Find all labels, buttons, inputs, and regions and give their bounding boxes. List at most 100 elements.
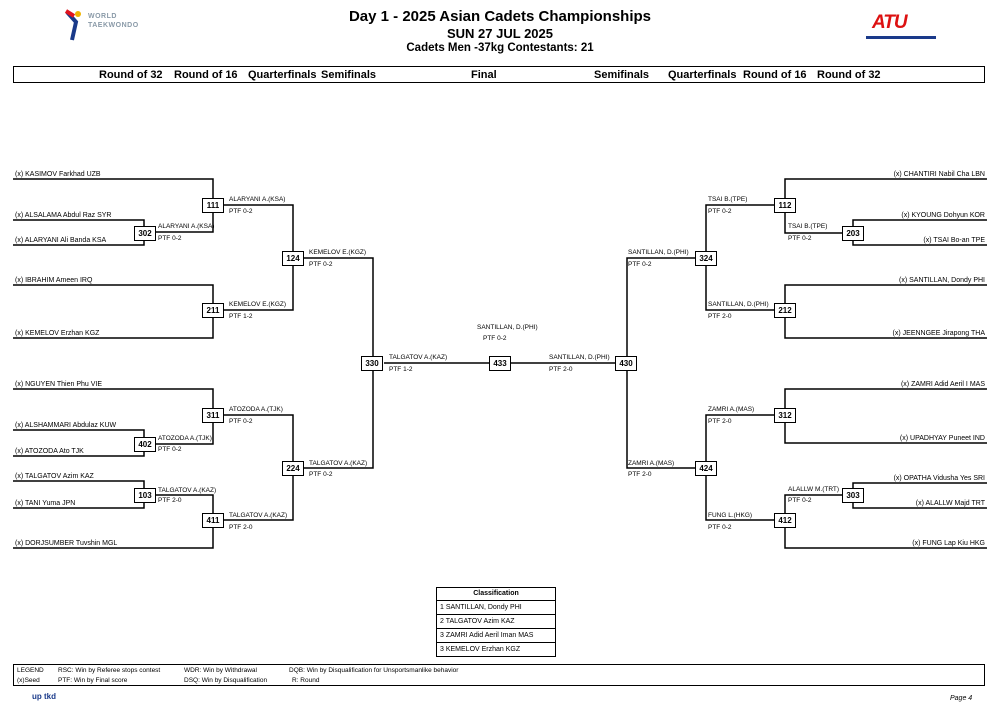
match-box[interactable]: 402 bbox=[134, 437, 156, 452]
classification-row: 3 ZAMRI Adid Aeril Iman MAS bbox=[437, 629, 555, 643]
match-box[interactable]: 203 bbox=[842, 226, 864, 241]
winner-label: KEMELOV E.(KGZ) bbox=[309, 249, 367, 256]
entrant-name: (x) IBRAHIM Ameen IRQ bbox=[15, 277, 93, 284]
winner-label: ZAMRI A.(MAS) bbox=[628, 460, 675, 467]
entrant-name: (x) OPATHA Vidusha Yes SRI bbox=[893, 475, 985, 482]
entrant-name: (x) KASIMOV Farkhad UZB bbox=[15, 171, 101, 178]
match-box[interactable]: 411 bbox=[202, 513, 224, 528]
entrant-name: (x) TANI Yuma JPN bbox=[15, 500, 76, 507]
match-box[interactable]: 212 bbox=[774, 303, 796, 318]
round-header-bar: Round of 32 Round of 16 Quarterfinals Se… bbox=[13, 66, 985, 83]
winner-label: ZAMRI A.(MAS) bbox=[708, 406, 755, 413]
entrant-name: (x) NGUYEN Thien Phu VIE bbox=[15, 381, 103, 388]
entrant-name: (x) ATOZODA Ato TJK bbox=[15, 448, 84, 455]
score-label: PTF 0-2 bbox=[788, 235, 812, 242]
classification-table: Classification 1 SANTILLAN, Dondy PHI 2 … bbox=[436, 587, 556, 657]
classification-row: 1 SANTILLAN, Dondy PHI bbox=[437, 601, 555, 615]
score-label: PTF 2-0 bbox=[628, 471, 652, 478]
score-label: PTF 2-0 bbox=[229, 524, 253, 531]
winner-label: SANTILLAN, D.(PHI) bbox=[549, 354, 610, 361]
score-label: PTF 2-0 bbox=[708, 418, 732, 425]
match-box[interactable]: 312 bbox=[774, 408, 796, 423]
event-date: SUN 27 JUL 2025 bbox=[447, 26, 553, 41]
score-label: PTF 0-2 bbox=[628, 261, 652, 268]
champion-label: SANTILLAN, D.(PHI) bbox=[477, 324, 538, 331]
winner-label: ALALLW M.(TRT) bbox=[788, 486, 840, 493]
match-box[interactable]: 324 bbox=[695, 251, 717, 266]
match-box[interactable]: 103 bbox=[134, 488, 156, 503]
atu-logo-bar bbox=[866, 36, 936, 39]
round-label: Final bbox=[471, 69, 497, 81]
score-label: PTF 0-2 bbox=[309, 261, 333, 268]
score-label: PTF 2-0 bbox=[549, 366, 573, 373]
match-box[interactable]: 111 bbox=[202, 198, 224, 213]
round-label: Round of 16 bbox=[743, 69, 807, 81]
match-box[interactable]: 330 bbox=[361, 356, 383, 371]
legend-item: R: Round bbox=[292, 677, 320, 684]
logo-text: WORLD TAEKWONDO bbox=[88, 13, 139, 29]
winner-label: ATOZODA A.(TJK) bbox=[158, 435, 212, 442]
entrant-name: (x) ZAMRI Adid Aeril I MAS bbox=[900, 381, 985, 388]
round-label: Round of 32 bbox=[817, 69, 881, 81]
match-box[interactable]: 303 bbox=[842, 488, 864, 503]
winner-label: TALGATOV A.(KAZ) bbox=[309, 460, 368, 467]
match-box[interactable]: 430 bbox=[615, 356, 637, 371]
match-box[interactable]: 112 bbox=[774, 198, 796, 213]
entrant-name: (x) ALARYANI Ali Banda KSA bbox=[15, 237, 107, 244]
taekwondo-figure-icon bbox=[64, 9, 81, 41]
round-label: Quarterfinals bbox=[248, 69, 317, 81]
entrant-name: (x) ALALLW Majd TRT bbox=[915, 500, 985, 507]
winner-label: SANTILLAN, D.(PHI) bbox=[708, 301, 769, 308]
entrant-name: (x) TSAI Bo-an TPE bbox=[923, 237, 985, 244]
entrant-name: (x) DORJSUMBER Tuvshin MGL bbox=[15, 540, 118, 547]
round-label: Semifinals bbox=[321, 69, 377, 81]
match-box[interactable]: 311 bbox=[202, 408, 224, 423]
match-box[interactable]: 124 bbox=[282, 251, 304, 266]
legend-item: PTF: Win by Final score bbox=[58, 677, 128, 684]
entrant-name: (x) SANTILLAN, Dondy PHI bbox=[899, 277, 985, 284]
winner-label: ALARYANI A.(KSA) bbox=[229, 196, 286, 203]
atu-logo-text: ATU bbox=[872, 12, 908, 33]
entrant-name: (x) FUNG Lap Kiu HKG bbox=[912, 540, 985, 547]
winner-label: KEMELOV E.(KGZ) bbox=[229, 301, 287, 308]
entrant-name: (x) TALGATOV Azim KAZ bbox=[15, 473, 94, 480]
match-box[interactable]: 302 bbox=[134, 226, 156, 241]
score-label: PTF 0-2 bbox=[309, 471, 333, 478]
round-label: Quarterfinals bbox=[668, 69, 737, 81]
legend-item: (x)Seed bbox=[17, 677, 40, 684]
atu-logo: ATU bbox=[866, 12, 938, 42]
score-label: PTF 0-2 bbox=[158, 235, 182, 242]
score-label: PTF 1-2 bbox=[389, 366, 413, 373]
entrant-name: (x) JEENNGEE Jirapong THA bbox=[892, 330, 985, 337]
score-label: PTF 2-0 bbox=[708, 313, 732, 320]
score-label: PTF 0-2 bbox=[708, 524, 732, 531]
classification-row: 3 KEMELOV Erzhan KGZ bbox=[440, 646, 521, 653]
page-number: Page 4 bbox=[950, 695, 973, 702]
winner-label: TALGATOV A.(KAZ) bbox=[229, 512, 288, 519]
entrant-name: (x) ALSALAMA Abdul Raz SYR bbox=[15, 212, 112, 219]
match-box[interactable]: 412 bbox=[774, 513, 796, 528]
entrant-name: (x) UPADHYAY Puneet IND bbox=[899, 435, 985, 442]
winner-label: TSAI B.(TPE) bbox=[788, 223, 828, 230]
winner-label: FUNG L.(HKG) bbox=[708, 512, 753, 519]
score-label: PTF 0-2 bbox=[483, 335, 507, 342]
round-label: Semifinals bbox=[594, 69, 650, 81]
match-box[interactable]: 224 bbox=[282, 461, 304, 476]
entrant-name: (x) KEMELOV Erzhan KGZ bbox=[15, 330, 100, 337]
winner-label: ALARYANI A.(KSA) bbox=[158, 223, 215, 230]
score-label: PTF 2-0 bbox=[158, 497, 182, 504]
entrant-name: (x) CHANTIRI Nabil Cha LBN bbox=[893, 171, 985, 178]
legend-item: DQB: Win by Disqualification for Unsport… bbox=[289, 667, 459, 674]
match-box[interactable]: 433 bbox=[489, 356, 511, 371]
winner-label: TSAI B.(TPE) bbox=[708, 196, 748, 203]
match-box[interactable]: 424 bbox=[695, 461, 717, 476]
score-label: PTF 0-2 bbox=[708, 208, 732, 215]
page-title: Day 1 - 2025 Asian Cadets Championships bbox=[348, 8, 652, 25]
score-label: PTF 0-2 bbox=[158, 446, 182, 453]
legend-item: WDR: Win by Withdrawal bbox=[184, 667, 257, 674]
score-label: PTF 0-2 bbox=[788, 497, 812, 504]
score-label: PTF 0-2 bbox=[229, 418, 253, 425]
legend-item: RSC: Win by Referee stops contest bbox=[58, 667, 161, 674]
legend-title: LEGEND bbox=[17, 667, 44, 674]
match-box[interactable]: 211 bbox=[202, 303, 224, 318]
